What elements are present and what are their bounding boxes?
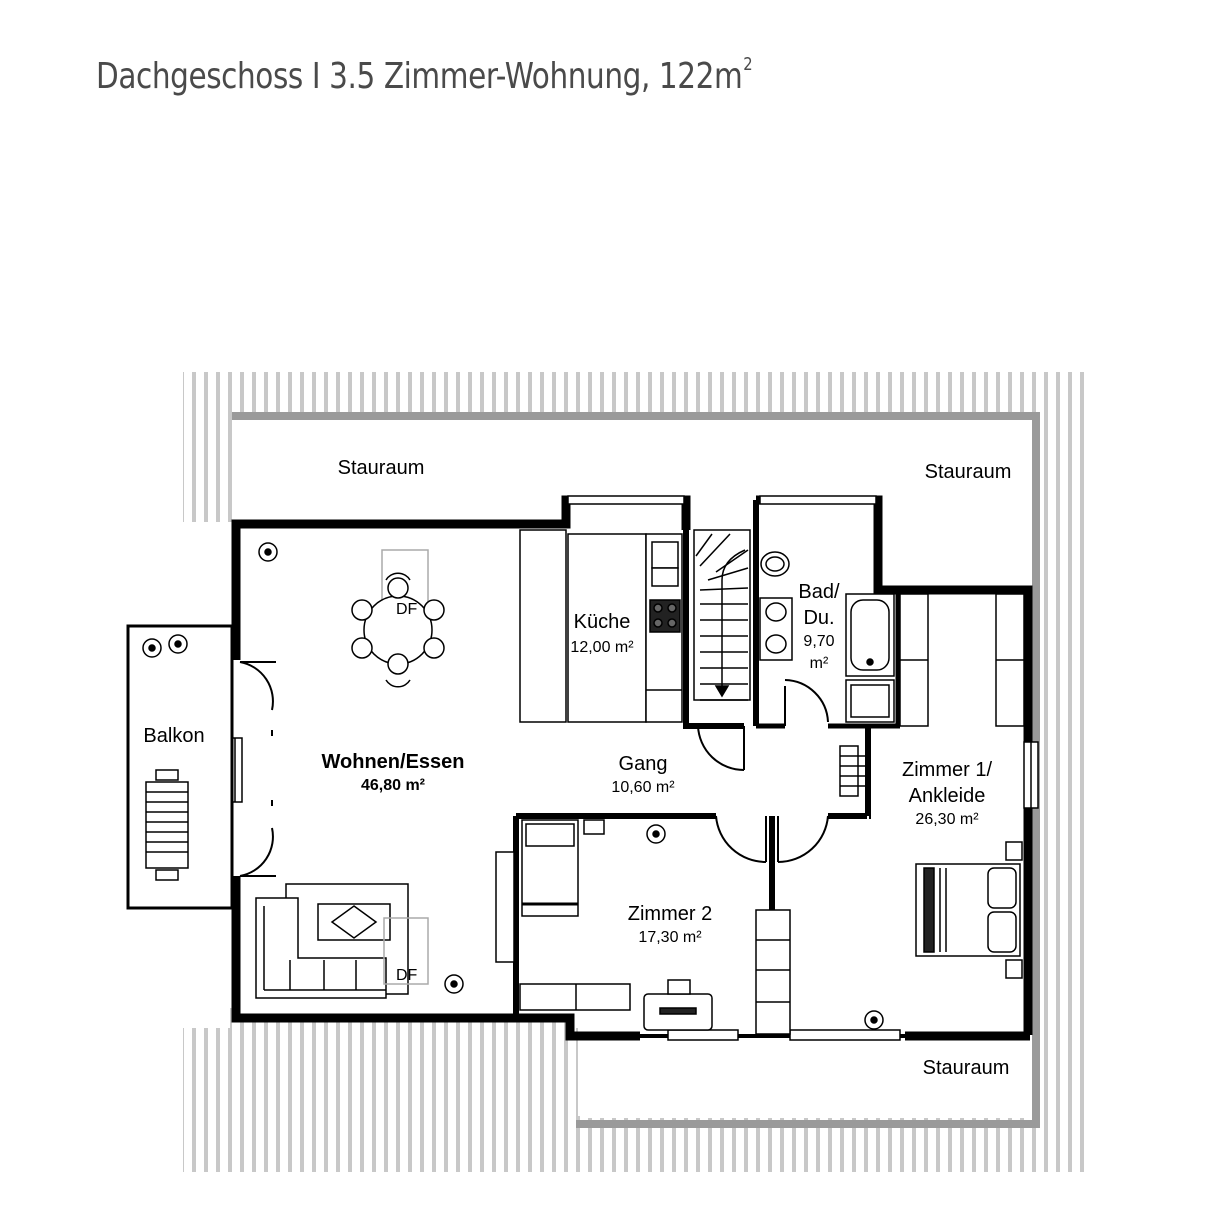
storage-top-fill <box>240 424 1028 522</box>
stauraum-top-right-label: Stauraum <box>925 461 1012 483</box>
kueche-area: 12,00 m² <box>570 639 634 656</box>
staircase <box>693 529 751 701</box>
bad-area-1: 9,70 <box>803 633 834 650</box>
hallway-doors <box>697 679 829 864</box>
bad-area-2: m² <box>810 655 829 672</box>
stauraum-bottom-label: Stauraum <box>923 1057 1010 1079</box>
wohnen-name: Wohnen/Essen <box>322 751 465 773</box>
skylight-living-label: DF <box>396 967 418 984</box>
plants <box>142 542 884 1030</box>
balcony <box>126 624 234 910</box>
balcony-doors <box>239 661 276 877</box>
title-text: Dachgeschoss I 3.5 Zimmer-Wohnung, 122m <box>96 56 743 97</box>
bad-name-2: Du. <box>803 607 834 629</box>
roof-hatching <box>183 372 1086 1172</box>
zimmer1-name-2: Ankleide <box>909 785 986 807</box>
wardrobes <box>755 593 1025 1035</box>
storage-bottom-fill <box>582 1040 1028 1118</box>
bad-name-1: Bad/ <box>798 581 840 603</box>
living-furniture <box>255 883 429 999</box>
kitchen-units <box>519 529 683 723</box>
stauraum-top-left-label: Stauraum <box>338 457 425 479</box>
zimmer1-area: 26,30 m² <box>915 811 979 828</box>
wohnen-area: 46,80 m² <box>361 777 425 794</box>
gang-area: 10,60 m² <box>611 779 675 796</box>
radiator <box>839 745 866 797</box>
kueche-name: Küche <box>574 611 631 633</box>
zimmer2-name: Zimmer 2 <box>628 903 712 925</box>
title-superscript: 2 <box>743 54 753 75</box>
room-labels: Stauraum Stauraum Stauraum Balkon Wohnen… <box>143 457 1011 1079</box>
zimmer2-area: 17,30 m² <box>638 929 702 946</box>
zimmer1-name-1: Zimmer 1/ <box>902 759 992 781</box>
gang-name: Gang <box>619 753 668 775</box>
interior-walls <box>513 500 901 1036</box>
skylight-dining-label: DF <box>396 601 418 618</box>
double-bed <box>915 841 1023 979</box>
dining-table <box>351 549 445 688</box>
bathroom-fixtures <box>759 551 895 723</box>
page-title: Dachgeschoss I 3.5 Zimmer-Wohnung, 122m2 <box>96 54 753 97</box>
desk <box>643 979 713 1031</box>
balkon-label: Balkon <box>143 725 204 747</box>
single-bed <box>495 819 631 1011</box>
